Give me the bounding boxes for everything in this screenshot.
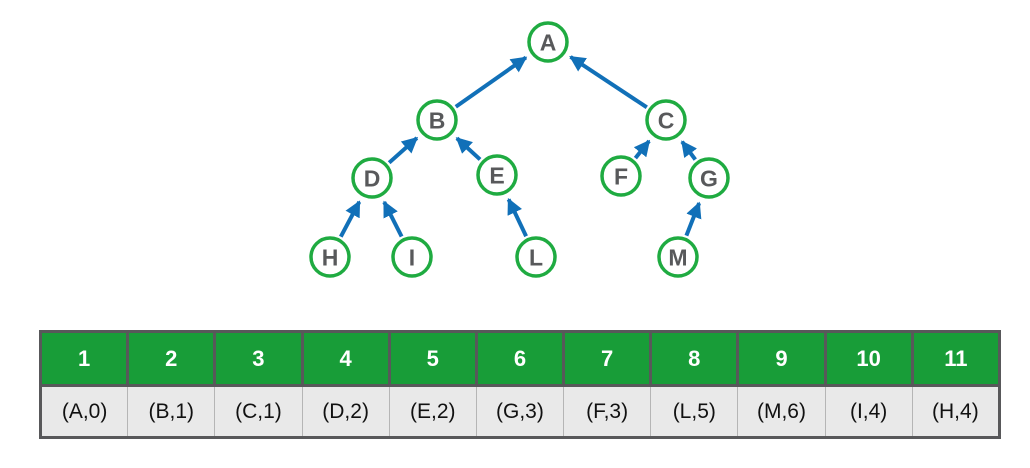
index-header-cell: 3 <box>213 330 304 387</box>
tree-node-D: D <box>351 157 393 199</box>
node-label: I <box>409 244 415 270</box>
index-header-cell: 5 <box>387 330 478 387</box>
tree-diagram: A B C D E F G H I L M <box>309 21 730 278</box>
node-circle <box>309 236 351 278</box>
tree-node-B: B <box>416 99 458 141</box>
tree-node-G: G <box>688 157 730 199</box>
tree-node-L: L <box>515 236 557 278</box>
tree-edge-B-to-A <box>454 55 528 109</box>
node-circle <box>391 236 433 278</box>
node-parent-pair-row: (A,0)(B,1)(C,1)(D,2)(E,2)(G,3)(F,3)(L,5)… <box>38 384 1002 439</box>
index-header-cell: 10 <box>823 330 914 387</box>
node-circle <box>657 236 699 278</box>
node-circle <box>645 99 687 141</box>
node-parent-pair-cell: (D,2) <box>301 384 390 439</box>
node-parent-pair-cell: (B,1) <box>127 384 216 439</box>
node-parent-pair-cell: (L,5) <box>650 384 739 439</box>
node-label: D <box>364 165 381 191</box>
node-parent-pair-cell: (F,3) <box>563 384 652 439</box>
tree-edge-G-to-C <box>680 140 698 161</box>
node-label: G <box>700 165 718 191</box>
node-circle <box>600 155 642 197</box>
tree-edge-C-to-A <box>569 55 648 109</box>
index-header-cell: 2 <box>126 330 217 387</box>
node-label: B <box>429 107 446 133</box>
node-label: F <box>614 163 628 189</box>
node-circle <box>688 157 730 199</box>
node-label: H <box>322 244 339 270</box>
tree-edge-H-to-D <box>339 200 362 238</box>
node-parent-pair-cell: (I,4) <box>824 384 913 439</box>
node-parent-pair-cell: (C,1) <box>214 384 303 439</box>
index-header-cell: 1 <box>38 330 130 387</box>
node-parent-pair-cell: (G,3) <box>475 384 565 439</box>
index-header-cell: 9 <box>736 330 827 387</box>
node-parent-pair-cell: (M,6) <box>737 384 826 439</box>
node-parent-pair-cell: (H,4) <box>911 384 1002 439</box>
node-label: C <box>658 107 675 133</box>
node-label: A <box>540 29 557 55</box>
tree-node-I: I <box>391 236 433 278</box>
tree-node-M: M <box>657 236 699 278</box>
tree-node-H: H <box>309 236 351 278</box>
node-circle <box>515 236 557 278</box>
node-circle <box>351 157 393 199</box>
node-circle <box>416 99 458 141</box>
index-header-cell: 8 <box>649 330 740 387</box>
node-circle <box>527 21 569 63</box>
tree-edge-E-to-B <box>455 136 482 161</box>
index-header-cell: 11 <box>910 330 1002 387</box>
node-parent-pair-cell: (A,0) <box>38 384 129 439</box>
tree-node-C: C <box>645 99 687 141</box>
index-header-cell: 7 <box>562 330 653 387</box>
node-circle <box>476 154 518 196</box>
node-label: M <box>668 244 687 270</box>
tree-node-A: A <box>527 21 569 63</box>
node-parent-pair-cell: (E,2) <box>388 384 477 439</box>
node-label: L <box>529 244 543 270</box>
index-header-cell: 4 <box>300 330 391 387</box>
tree-edge-F-to-C <box>633 139 651 160</box>
tree-edge-M-to-G <box>684 201 702 237</box>
tree-edge-I-to-D <box>382 200 404 238</box>
index-header-cell: 6 <box>474 330 566 387</box>
tree-edge-L-to-E <box>506 197 528 238</box>
tree-node-F: F <box>600 155 642 197</box>
tree-edge-D-to-B <box>387 136 419 165</box>
node-label: E <box>489 162 504 188</box>
tree-node-E: E <box>476 154 518 196</box>
